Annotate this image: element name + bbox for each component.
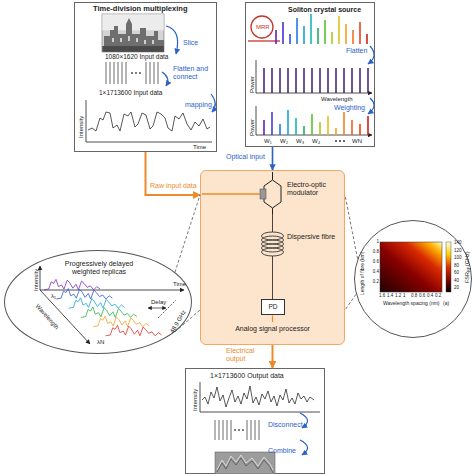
node-text: Flatten and connect [173,65,217,80]
node-text: W₂ [280,138,288,145]
photodetector-box: PD [261,299,285,315]
node-text: Wavelength [321,96,352,103]
node-text: Length of fibre (km) [360,252,366,295]
node-text: Disconnect [268,421,303,429]
process-box: Time-division multiplexing 1080×1620 Inpu… [74,2,217,152]
node-text: Dispersive fibre [287,233,343,241]
node-text: 1.2 [395,294,401,299]
signal-arrow [146,152,201,195]
node-text: 100 [454,256,462,261]
box-heading: Electro-optic modulator [287,181,343,196]
edge-label: Optical input [226,153,265,161]
box-heading: Soliton crystal source [288,6,361,14]
node-text: 1 [403,294,406,299]
node-text: 60 [454,271,459,276]
node-text: Time [173,281,186,288]
node-text: 20 [454,286,459,291]
box-heading: 1×1713600 Output data [210,372,284,380]
node-text: Intensity [33,269,40,291]
node-text: 1 [369,240,379,245]
node-text: 80 [454,264,459,269]
callout-ellipse: Progressively delayed weighted replicasI… [4,250,192,354]
node-text: Intensity [78,116,85,138]
process-box: 1×1713600 Output dataIntensityDisconnect… [185,368,325,474]
box-heading: 140 [454,241,462,246]
node-text: Time [193,144,206,151]
node-text: Wavelength [34,303,60,331]
node-text: 1.4 [387,294,393,299]
node-text: W₄ [312,138,320,145]
node-text: W₁ [264,138,272,145]
node-text: 120 [454,249,462,254]
node-text: MRR [256,24,270,31]
node-text: (GHz) [464,251,470,266]
node-text: 1×1713600 Input data [99,89,162,96]
node-text: Slice [183,39,198,47]
signal-arrow [272,345,274,368]
node-text: 0.8 [369,250,379,255]
node-text: 0.4 [427,294,433,299]
box-heading: Time-division multiplexing [93,5,187,13]
node-text: mapping [185,101,212,109]
node-text: 1.6 [379,294,385,299]
node-text: 0.8 [411,294,417,299]
node-text: Power [249,119,256,136]
signal-arrow [272,147,274,170]
node-text: Analog signal processor [201,325,344,333]
node-text: 48.9 GHz [169,309,187,334]
node-text: 1080×1620 Input data [105,53,168,60]
edge-label: Electrical output [226,347,270,362]
node-text: (a) [443,301,449,307]
node-text: FSR [464,272,470,283]
node-text: Combine [268,447,296,455]
node-text: 0.4 [369,270,379,275]
node-text: W₃ [296,138,304,145]
node-text: 0.2 [435,294,441,299]
edge-label: Raw input data [150,182,197,190]
process-box: Soliton crystal sourceMRRFlattenPowerWav… [245,2,375,147]
node-text: Flatten [346,47,367,55]
callout-circle: 140 120 100 80 60 40 20 FSRRF(GHz) Length of fib… [354,220,472,338]
node-text: 0.6 [369,260,379,265]
node-text: 0.6 [419,294,425,299]
node-text: Power [249,76,256,93]
node-text: λN [97,339,104,346]
node-text: Weighting [334,104,365,112]
box-heading: PD [262,303,284,310]
processor-box: Electro-optic modulatorDispersive fibreA… [200,170,345,345]
node-text: RF [467,267,471,272]
node-text: Intensity [192,389,199,411]
node-text: Delay [151,299,166,306]
node-text: WN [352,138,362,145]
box-heading: Progressively delayed weighted replicas [51,260,147,275]
node-text: 0.2 [369,280,379,285]
node-text: 40 [454,279,459,284]
node-text: λ₁ [51,293,56,300]
node-text: Wavelength spacing (nm) [383,301,440,307]
